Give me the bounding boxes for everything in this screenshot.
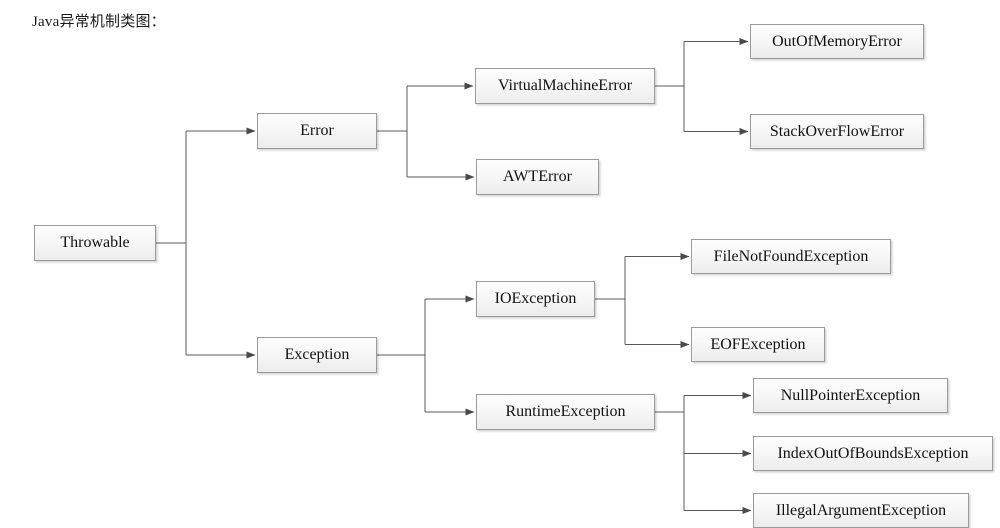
node-sof[interactable]: StackOverFlowError: [750, 114, 924, 149]
node-label: StackOverFlowError: [769, 122, 905, 140]
node-fnf[interactable]: FileNotFoundException: [691, 239, 891, 274]
node-throwable[interactable]: Throwable: [34, 225, 156, 261]
node-ioobe[interactable]: IndexOutOfBoundsException: [753, 436, 993, 471]
node-label: IllegalArgumentException: [775, 501, 947, 519]
node-label: IOException: [494, 290, 577, 307]
node-label: RuntimeException: [505, 403, 626, 420]
node-label: Error: [300, 122, 334, 139]
node-label: Throwable: [60, 234, 130, 251]
node-vmerror[interactable]: VirtualMachineError: [475, 68, 655, 104]
node-label: NullPointerException: [780, 386, 921, 404]
node-awterror[interactable]: AWTError: [476, 159, 599, 195]
node-label: AWTError: [503, 168, 572, 185]
node-label: VirtualMachineError: [497, 77, 633, 94]
node-label: FileNotFoundException: [713, 247, 869, 265]
node-label: IndexOutOfBoundsException: [777, 444, 969, 462]
node-exception[interactable]: Exception: [257, 337, 377, 373]
node-oom[interactable]: OutOfMemoryError: [750, 24, 924, 59]
node-npe[interactable]: NullPointerException: [753, 378, 948, 413]
node-error[interactable]: Error: [257, 113, 377, 149]
node-ioexception[interactable]: IOException: [476, 281, 595, 317]
node-iae[interactable]: IllegalArgumentException: [753, 493, 969, 528]
node-label: EOFException: [710, 335, 806, 353]
node-label: Exception: [284, 346, 350, 363]
diagram-title: Java异常机制类图：: [32, 14, 166, 30]
node-label: OutOfMemoryError: [772, 32, 902, 50]
node-eof[interactable]: EOFException: [691, 327, 825, 362]
node-runtimeexc[interactable]: RuntimeException: [476, 394, 655, 430]
